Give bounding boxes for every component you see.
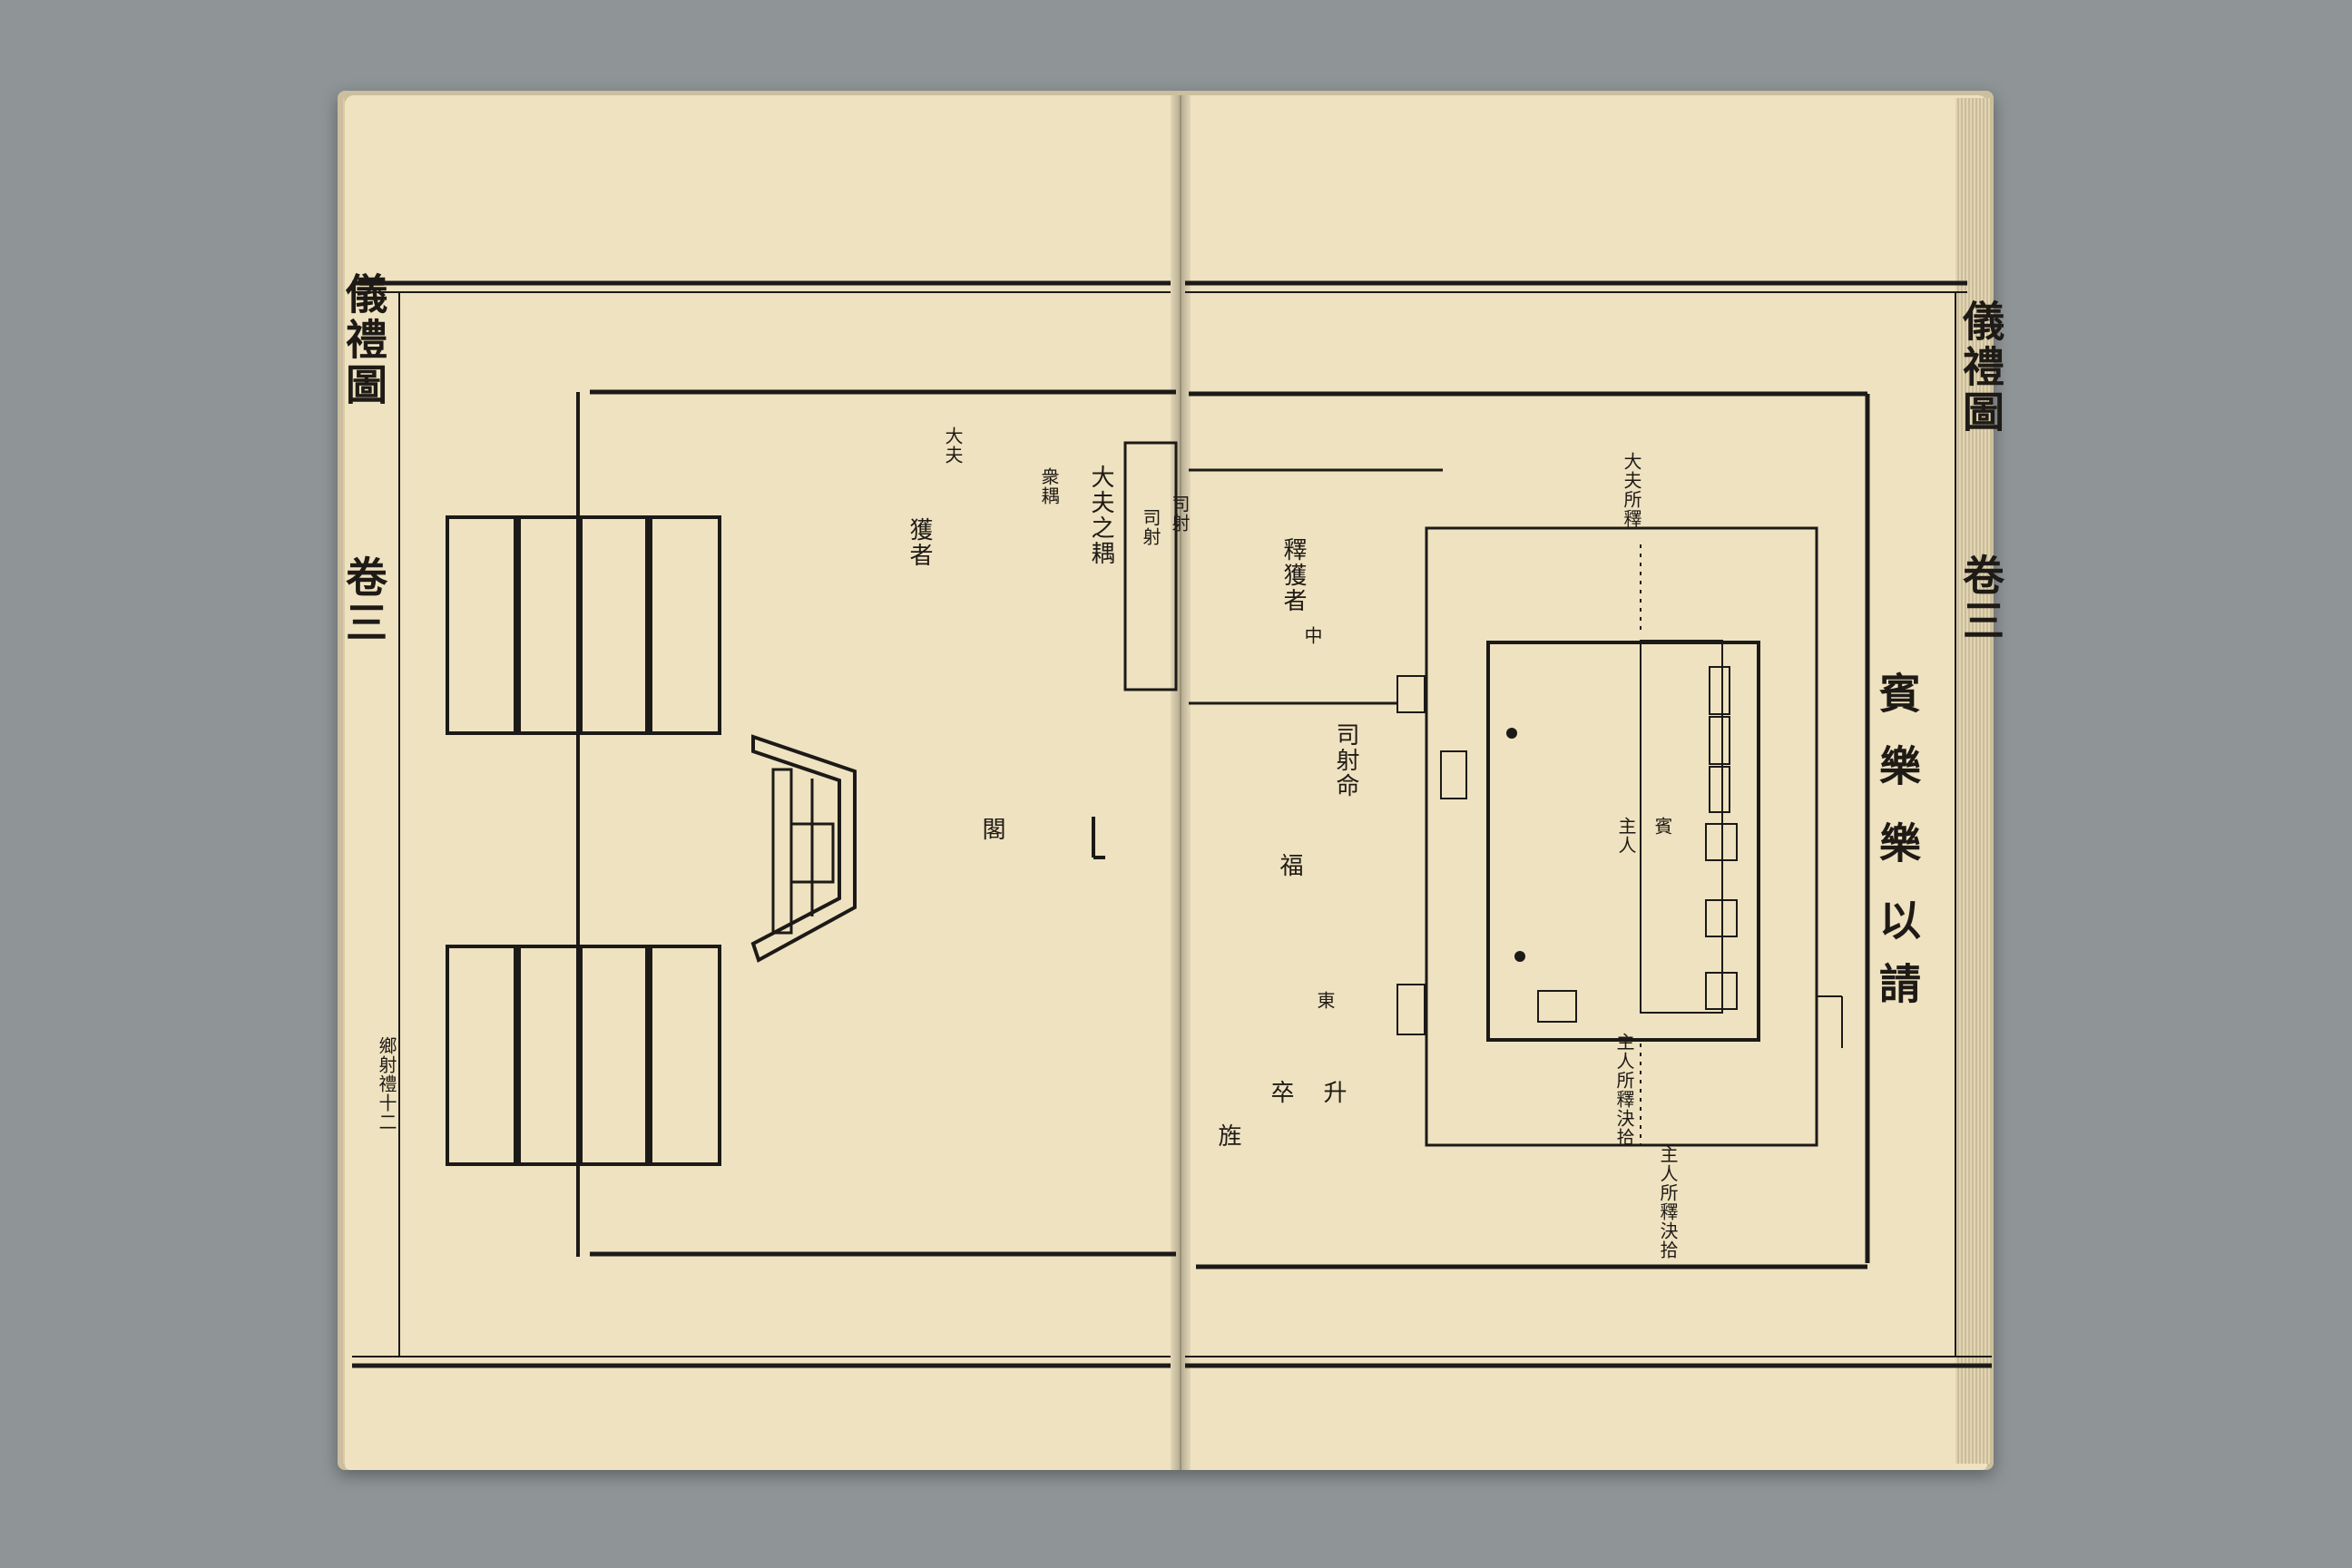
right-margin-title: 儀禮圖 [1956,299,2005,436]
label-zhu-ren: 主人所釋決拾 [1613,1033,1635,1147]
label-tie: 大夫之耦 [1087,465,1114,566]
caption-3: 樂 [1873,821,1922,867]
caption-4: 以 [1873,898,1922,944]
label-bin-top: 大夫所釋 [1621,452,1642,528]
label-command: 司射命 [1332,722,1359,799]
label-a: 大夫 [942,426,964,465]
label-b: 閣 [978,817,1005,842]
label-zhu-ren-bottom: 主人所釋決拾 [1657,1145,1679,1259]
page-stack-right [1955,98,1992,1464]
caption-1: 賓 [1873,671,1922,717]
label-ding: 卒 [1267,1080,1294,1105]
left-margin-title: 儀禮圖 [339,272,388,408]
label-zhu: 主人 [1615,817,1637,855]
right-margin-volume: 卷三 [1956,554,2005,644]
label-bin: 賓 [1651,817,1673,836]
left-margin-volume: 卷三 [339,555,388,646]
caption-2: 樂 [1873,744,1922,789]
label-shi-she: 司射 [1169,495,1191,533]
label-sheng: 升 [1319,1080,1347,1105]
right-page [1181,95,1987,1470]
label-group: 衆耦 [1038,467,1060,505]
left-page [345,95,1180,1470]
label-c: 旌 [1214,1123,1241,1149]
book-spine [1171,95,1191,1470]
label-heading1: 獲者 [906,517,933,568]
label-dong: 東 [1314,991,1336,1010]
label-heading2: 司射 [1140,508,1161,546]
left-margin-section: 鄉射禮十二 [376,1036,397,1132]
label-middle: 中 [1301,626,1323,645]
caption-5: 請 [1873,962,1922,1007]
label-fu: 福 [1276,853,1303,878]
label-release: 釋獲者 [1279,537,1307,613]
